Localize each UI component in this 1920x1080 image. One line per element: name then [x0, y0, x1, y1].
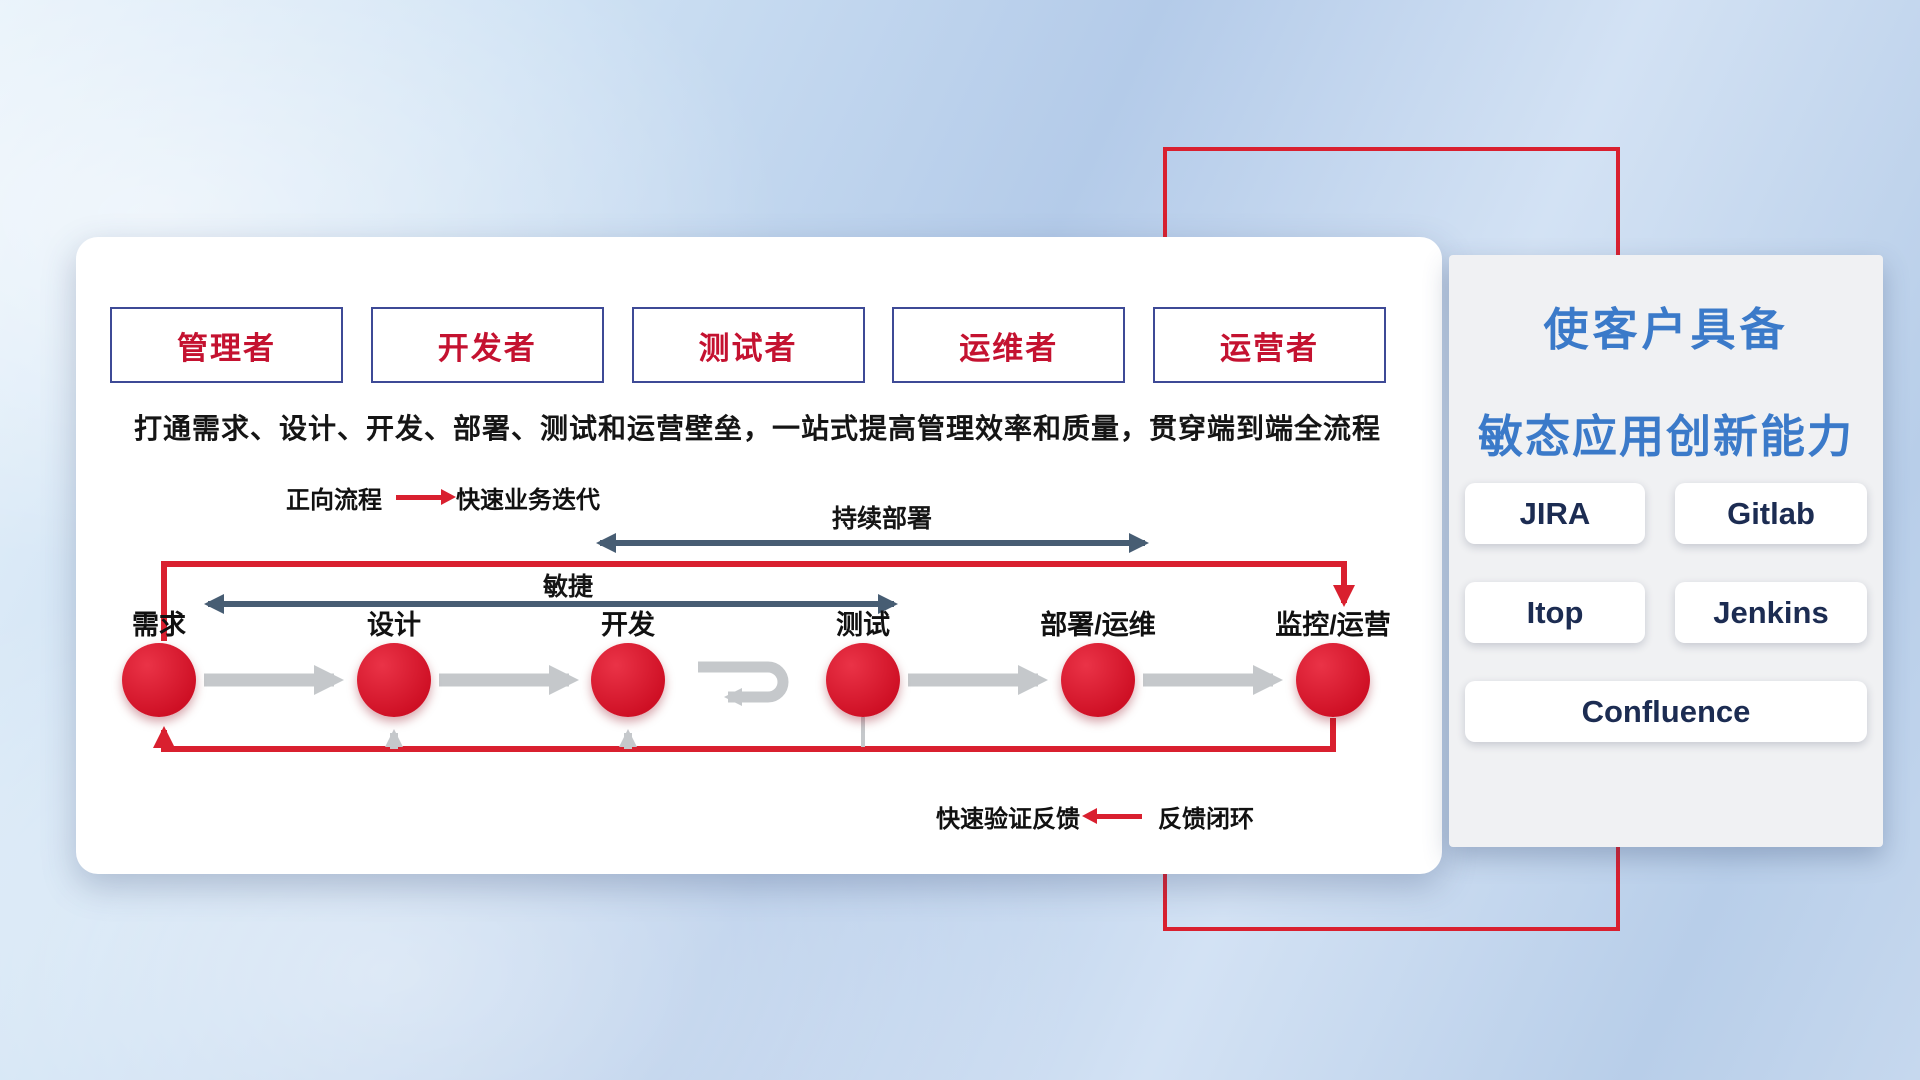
capability-panel: 使客户具备 敏态应用创新能力 JIRA Gitlab Itop Jenkins … [1449, 255, 1883, 847]
tool-badge-gitlab: Gitlab [1675, 483, 1867, 544]
role-label: 开发者 [437, 330, 537, 366]
continuous-deploy-label: 持续部署 [831, 505, 932, 533]
red-right-arrow-icon [396, 489, 456, 505]
node-requirement: 需求 [74, 609, 244, 717]
node-label: 监控/运营 [1275, 610, 1391, 640]
stage-circle-icon [1061, 643, 1135, 717]
feedback-value: 快速验证反馈 [936, 806, 1080, 833]
role-box-tester: 测试者 [631, 307, 865, 383]
feedback-label: 反馈闭环 [1158, 806, 1254, 833]
role-box-business-operator: 运营者 [1153, 307, 1386, 383]
stage-circle-icon [1296, 643, 1370, 717]
role-box-manager: 管理者 [110, 307, 343, 383]
role-label: 测试者 [698, 330, 798, 366]
node-label: 测试 [836, 610, 890, 640]
node-label: 开发 [601, 610, 655, 640]
stage-circle-icon [826, 643, 900, 717]
tools-grid: JIRA Gitlab Itop Jenkins Confluence [1465, 483, 1867, 742]
role-label: 管理者 [177, 330, 276, 366]
node-monitor-ops: 监控/运营 [1248, 609, 1418, 717]
role-box-developer: 开发者 [370, 307, 604, 383]
node-label: 需求 [132, 610, 186, 640]
role-label: 运营者 [1220, 330, 1319, 366]
feedback-loop-path [153, 718, 1336, 752]
capability-title: 使客户具备 敏态应用创新能力 [1449, 293, 1883, 465]
forward-flow-label: 正向流程 [286, 487, 382, 514]
forward-flow-legend: 正向流程 快速业务迭代 [286, 480, 600, 515]
role-box-operator: 运维者 [892, 307, 1126, 383]
devops-flow-panel: 管理者 开发者 测试者 运维者 运营者 打通需求、设计、开发、部署、测试和运营壁… [76, 237, 1442, 874]
stage-circle-icon [122, 643, 196, 717]
agile-label: 敏捷 [542, 573, 593, 601]
node-design: 设计 [309, 609, 479, 717]
node-label: 设计 [367, 610, 421, 640]
tool-badge-jenkins: Jenkins [1675, 582, 1867, 643]
role-label: 运维者 [959, 330, 1059, 366]
node-label: 部署/运维 [1040, 610, 1156, 640]
panel-description: 打通需求、设计、开发、部署、测试和运营壁垒，一站式提高管理效率和质量，贯穿端到端… [134, 413, 1382, 444]
forward-flow-value: 快速业务迭代 [456, 487, 600, 514]
red-left-arrow-icon [1082, 808, 1142, 824]
feedback-legend: 快速验证反馈 反馈闭环 [936, 799, 1254, 834]
tool-badge-jira: JIRA [1465, 483, 1645, 544]
node-deploy-ops: 部署/运维 [1013, 609, 1183, 717]
tool-badge-itop: Itop [1465, 582, 1645, 643]
stage-circle-icon [357, 643, 431, 717]
tool-badge-confluence: Confluence [1465, 681, 1867, 742]
capability-title-line1: 使客户具备 [1543, 304, 1789, 355]
roles-row: 管理者 开发者 测试者 运维者 运营者 [110, 307, 1386, 383]
node-development: 开发 [543, 609, 713, 717]
stage-circle-icon [591, 643, 665, 717]
capability-title-line2: 敏态应用创新能力 [1477, 411, 1854, 462]
node-testing: 测试 [778, 609, 948, 717]
